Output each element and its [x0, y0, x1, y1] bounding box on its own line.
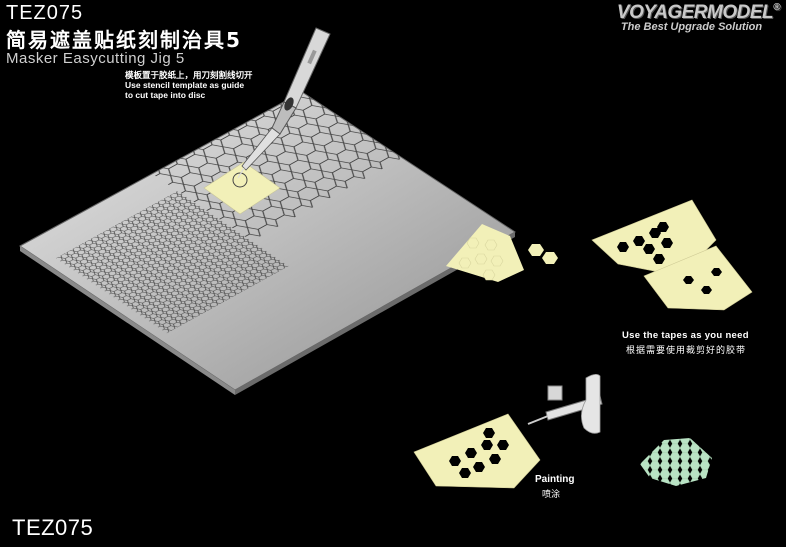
product-title-chinese: 简易遮盖贴纸刻制治具5 — [6, 28, 242, 52]
product-title-english: Masker Easycutting Jig 5 — [6, 50, 185, 67]
hand-icon — [581, 374, 601, 434]
etched-stencil-plate — [19, 91, 516, 395]
hobby-knife-icon — [237, 27, 331, 179]
brand-tagline: The Best Upgrade Solution — [620, 21, 763, 33]
stencil-instruction: 模板置于胶纸上，用刀刻割线切开 Use stencil template as … — [125, 70, 253, 100]
brand-name: VOYAGERMODEL — [616, 2, 774, 23]
tape-piece-2 — [643, 245, 753, 311]
stencil-instruction-cn: 模板置于胶纸上，用刀刻割线切开 — [125, 70, 253, 80]
painting-label: Painting — [535, 474, 575, 485]
registered-mark: ® — [773, 2, 780, 13]
stencil-instruction-en-1: Use stencil template as guide — [125, 80, 245, 90]
painting-label-cn: 喷涂 — [542, 490, 561, 500]
stencil-instruction-en-2: to cut tape into disc — [125, 90, 206, 100]
product-code-top: TEZ075 — [6, 2, 84, 24]
use-tapes-label-cn: 根据需要使用裁剪好的胶带 — [626, 346, 747, 356]
use-tapes-label: Use the tapes as you need — [622, 330, 749, 341]
painted-result — [640, 438, 712, 486]
brand-logo: VOYAGERMODEL® The Best Upgrade Solution — [616, 2, 781, 33]
painted-tape-piece — [413, 413, 541, 489]
cut-tape-triangle — [446, 224, 558, 282]
product-code-bottom: TEZ075 — [12, 515, 94, 540]
tape-on-stencil — [203, 161, 281, 215]
